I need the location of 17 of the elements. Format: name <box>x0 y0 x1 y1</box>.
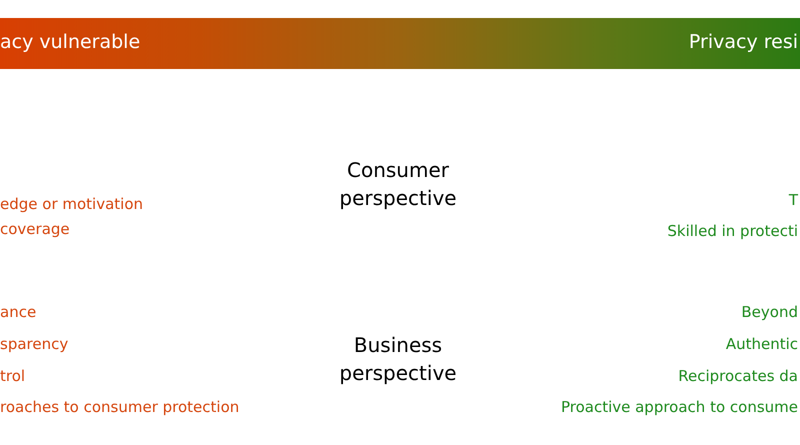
vulnerable-trait: roaches to consumer protection <box>0 398 240 416</box>
vulnerable-trait: edge or motivation <box>0 195 144 213</box>
vulnerable-trait: trol <box>0 367 26 385</box>
resilient-trait: Reciprocates da <box>678 367 798 385</box>
scale-end-label: Privacy resi <box>688 31 798 53</box>
vulnerable-trait: sparency <box>0 335 68 353</box>
resilient-trait: Beyond <box>741 303 798 321</box>
resilient-trait: Authentic <box>726 335 798 353</box>
resilient-trait: Proactive approach to consume <box>560 398 798 416</box>
resilient-trait: Skilled in protecti <box>667 222 798 240</box>
vulnerable-trait: coverage <box>0 220 70 238</box>
row-heading: Consumer perspective <box>338 157 458 212</box>
vulnerable-trait: ance <box>0 303 36 321</box>
scale-end-label: acy vulnerable <box>0 31 140 53</box>
resilient-trait: T <box>788 191 798 209</box>
row-heading: Business perspective <box>338 332 458 387</box>
gradient-bar <box>0 18 800 69</box>
